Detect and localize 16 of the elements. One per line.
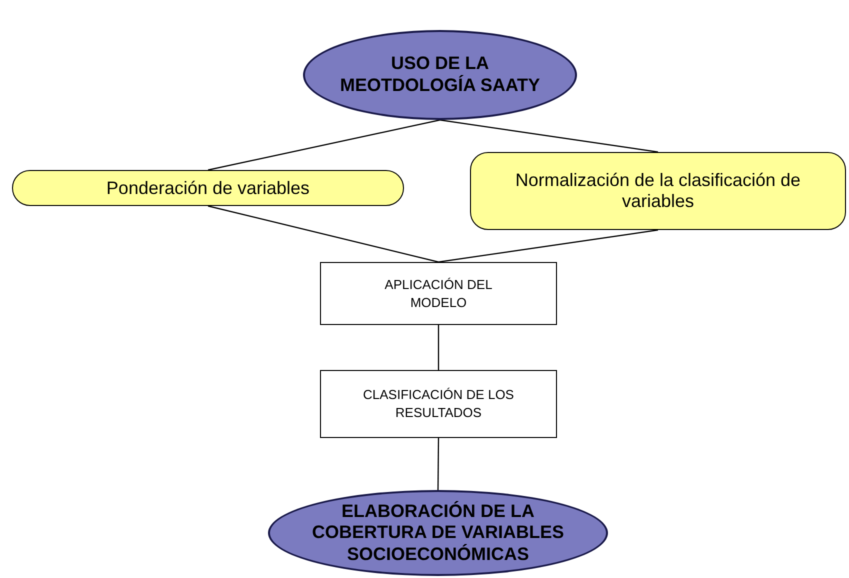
node-label: Normalización de la clasificación de variables (514, 170, 802, 212)
node-label: Ponderación de variables (106, 178, 310, 198)
connector-line (440, 119, 658, 153)
process-box (320, 262, 557, 325)
node-label: ELABORACIÓN DE LA COBERTURA DE VARIABLES SOCIOECONÓMICAS (310, 500, 565, 566)
rounded-node (470, 152, 846, 230)
connector-line (437, 438, 440, 490)
connector-line (208, 205, 439, 263)
node-label: CLASIFICACIÓN DE LOS RESULTADOS (362, 386, 515, 422)
node-label: USO DE LA MEOTDOLOGÍA SAATY (339, 53, 541, 97)
connector-line (208, 119, 440, 171)
process-box (320, 370, 557, 438)
rounded-node (12, 170, 404, 206)
connector-line (438, 229, 658, 263)
node-label: APLICACIÓN DEL MODELO (384, 276, 494, 312)
connector-line (438, 325, 440, 370)
